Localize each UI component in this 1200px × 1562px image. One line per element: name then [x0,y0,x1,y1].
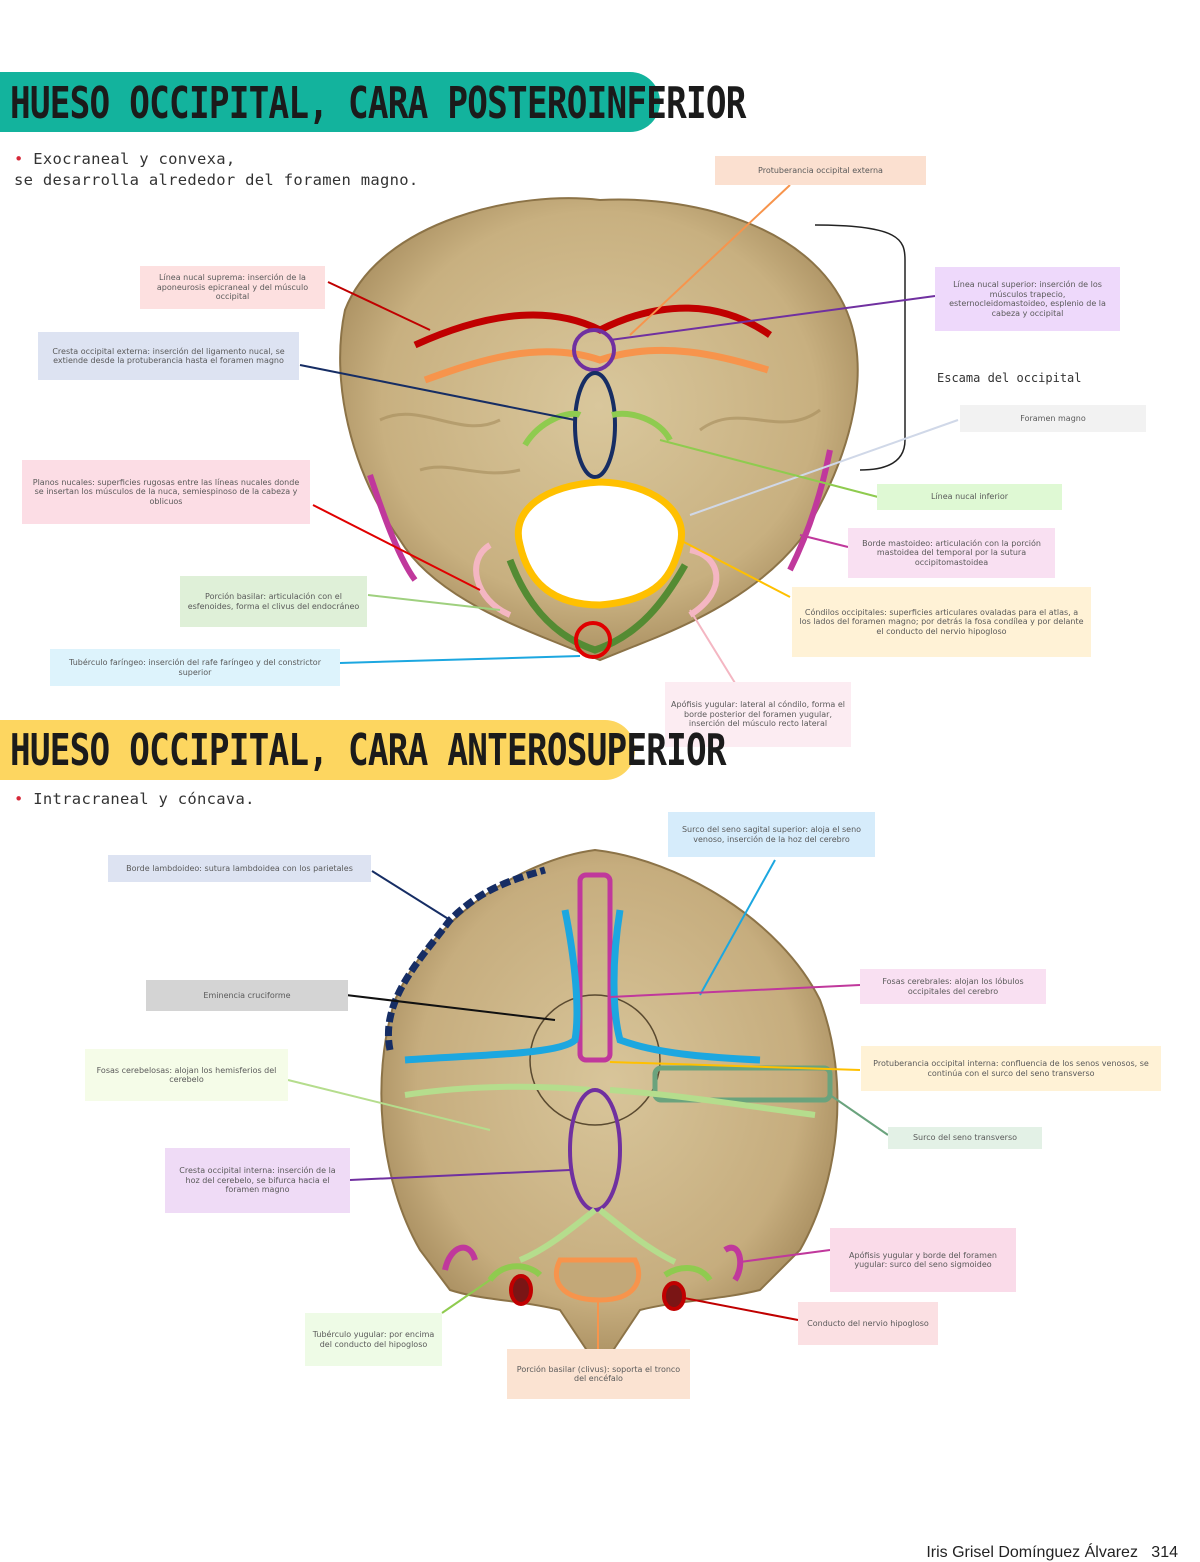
occipital-posteroinferior-figure [339,197,859,662]
pharyngeal-tubercle-circle [574,621,612,659]
leader-n9 [367,594,501,611]
page-footer: Iris Grisel Domínguez Álvarez 314 [926,1544,1178,1562]
crest-bifurcation-green [518,1207,677,1265]
inferior-nuchal-line-green [522,410,673,447]
leader-m7 [829,1094,889,1136]
occipital-condyle-right-pink [688,547,720,618]
mastoid-border-left [367,474,418,582]
sagittal-sulcus-rect [577,872,613,1063]
note-superior-nuchal-line: Línea nucal superior: inserción de los m… [935,267,1120,331]
leader-n2 [327,281,431,331]
leader-m1 [699,859,776,996]
hypoglossal-canal-right [662,1281,686,1311]
note-pharyngeal-tubercle: Tubérculo faríngeo: inserción del rafe f… [50,649,340,686]
escama-label: Escama del occipital [937,371,1082,385]
leader-m5 [609,1061,861,1071]
leader-m8 [349,1169,571,1181]
leader-n6 [659,439,879,498]
note-occipital-condyles: Cóndilos occipitales: superficies articu… [792,587,1091,657]
leader-n8 [799,534,849,548]
note-inferior-nuchal-line: Línea nucal inferior [877,484,1062,510]
section1-title: HUESO OCCIPITAL, CARA POSTEROINFERIOR [10,78,746,129]
note-mastoid-border: Borde mastoideo: articulación con la por… [848,528,1055,578]
note-lambdoid-border: Borde lambdoideo: sutura lambdoidea con … [108,855,371,882]
cerebellar-fossa-line [404,1083,816,1118]
section2-leader-lines [287,859,889,1349]
section1-intro: • Exocraneal y convexa, se desarrolla al… [14,149,419,191]
sagittal-lines-blue [404,909,761,1064]
note-sagittal-sulcus: Surco del seno sagital superior: aloja e… [668,812,875,857]
leader-m3 [609,984,861,998]
transverse-sulcus-rect [652,1065,833,1103]
external-crest-ellipse [573,371,617,479]
leader-m9 [739,1249,831,1263]
section1-banner [0,72,660,132]
section2-intro: • Intracraneal y cóncava. [14,789,255,810]
note-foramen-magnum: Foramen magno [960,405,1146,432]
note-jugular-foramen: Apófisis yugular y borde del foramen yug… [830,1228,1016,1292]
note-hypoglossal-canal: Conducto del nervio hipogloso [798,1302,938,1345]
note-cerebral-fossae: Fosas cerebrales: alojan los lóbulos occ… [860,969,1046,1004]
section2-title: HUESO OCCIPITAL, CARA ANTEROSUPERIOR [10,725,727,776]
leader-n1 [629,184,791,336]
section2-intro-line1: Intracraneal y cóncava. [33,790,255,808]
section1-leader-lines [299,184,959,684]
clivus-orange [553,1257,642,1303]
note-external-crest: Cresta occipital externa: inserción del … [38,332,299,380]
leader-n5 [689,419,959,516]
note-clivus: Porción basilar (clivus): soporta el tro… [507,1349,690,1399]
leader-n4 [299,364,576,421]
note-jugular-tubercle: Tubérculo yugular: por encima del conduc… [305,1313,442,1366]
escama-bracket [814,224,906,471]
leader-m4 [345,994,556,1021]
note-internal-crest: Cresta occipital interna: inserción de l… [165,1148,350,1213]
section1-intro-line2: se desarrolla alrededor del foramen magn… [14,171,419,189]
leader-n7 [312,504,481,591]
leader-m10 [683,1297,799,1321]
note-jugular-process: Apófisis yugular: lateral al cóndilo, fo… [665,682,851,747]
foramen-magnum-yellow [514,478,685,609]
leader-n3 [609,295,936,341]
supreme-nuchal-line-orange [423,346,770,384]
jugular-process-left [442,1244,478,1271]
note-external-protuberance: Protuberancia occipital externa [715,156,926,185]
note-cerebellar-fossae: Fosas cerebelosas: alojan los hemisferio… [85,1049,288,1101]
note-supreme-nuchal-line: Línea nucal suprema: inserción de la apo… [140,266,325,309]
bullet-icon: • [14,150,24,168]
section2-banner [0,720,635,780]
note-transverse-sulcus: Surco del seno transverso [888,1127,1042,1149]
section1-intro-line1: Exocraneal y convexa, [33,150,236,168]
basilar-part-green [506,558,689,654]
hypoglossal-canal-left [509,1274,533,1306]
leader-m2 [371,870,451,921]
external-protuberance-circle [572,328,616,372]
cruciform-eminence-circle [529,994,661,1126]
bullet-icon: • [14,790,24,808]
leader-n11 [339,655,581,664]
bone1-texture [379,408,821,475]
leader-m11 [441,1279,491,1314]
note-basilar-part: Porción basilar: articulación con el esf… [180,576,367,627]
note-nuchal-planes: Planos nucales: superficies rugosas entr… [22,460,310,524]
leader-n12 [689,609,736,684]
jugular-process-right [723,1244,744,1282]
leader-n10 [679,539,791,598]
leader-m6 [287,1079,491,1131]
note-cruciform-eminence: Eminencia cruciforme [146,980,348,1011]
jugular-tubercle-green [487,1263,713,1282]
bone2-outline [380,848,839,1372]
note-internal-protuberance: Protuberancia occipital interna: conflue… [861,1046,1161,1091]
